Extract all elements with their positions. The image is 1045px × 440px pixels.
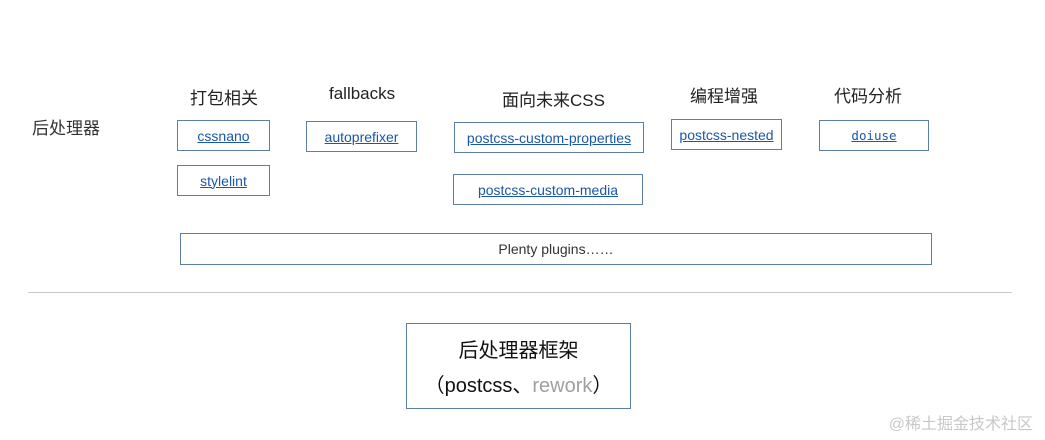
column-title-packaging: 打包相关 <box>190 89 258 108</box>
plugin-box-custom-media: postcss-custom-media <box>453 174 643 205</box>
plugin-link-custom-properties[interactable]: postcss-custom-properties <box>466 129 632 146</box>
watermark: @稀土掘金技术社区 <box>888 416 1033 433</box>
column-title-analysis: 代码分析 <box>834 87 902 106</box>
framework-title: 后处理器框架 <box>458 340 579 362</box>
plugin-box-nested: postcss-nested <box>671 119 782 150</box>
plugin-link-custom-media[interactable]: postcss-custom-media <box>477 181 619 198</box>
plugin-box-custom-properties: postcss-custom-properties <box>454 122 644 153</box>
framework-rework: rework <box>532 375 593 397</box>
plugin-box-cssnano: cssnano <box>177 120 270 151</box>
plugin-box-doiuse: doiuse <box>819 120 929 151</box>
side-label: 后处理器 <box>32 119 100 138</box>
column-title-fallbacks: fallbacks <box>329 84 396 103</box>
plugin-box-autoprefixer: autoprefixer <box>306 121 417 152</box>
column-title-future-css: 面向未来CSS <box>502 91 605 110</box>
divider-line <box>28 292 1012 293</box>
plugin-link-doiuse[interactable]: doiuse <box>851 128 897 143</box>
close-paren: ） <box>592 375 613 397</box>
framework-subtitle: （postcss、rework） <box>425 369 613 398</box>
framework-postcss: postcss、 <box>444 375 533 397</box>
plugin-link-cssnano[interactable]: cssnano <box>197 127 250 144</box>
plenty-plugins-box: Plenty plugins…… <box>180 233 932 265</box>
column-title-programming: 编程增强 <box>690 87 758 106</box>
open-paren: （ <box>424 375 445 397</box>
plugin-box-stylelint: stylelint <box>177 165 270 196</box>
plugin-link-stylelint[interactable]: stylelint <box>200 172 247 189</box>
plenty-plugins-label: Plenty plugins…… <box>498 241 614 257</box>
plugin-link-autoprefixer[interactable]: autoprefixer <box>324 128 399 145</box>
framework-box: 后处理器框架 （postcss、rework） <box>406 323 631 409</box>
plugin-link-nested[interactable]: postcss-nested <box>679 126 774 143</box>
